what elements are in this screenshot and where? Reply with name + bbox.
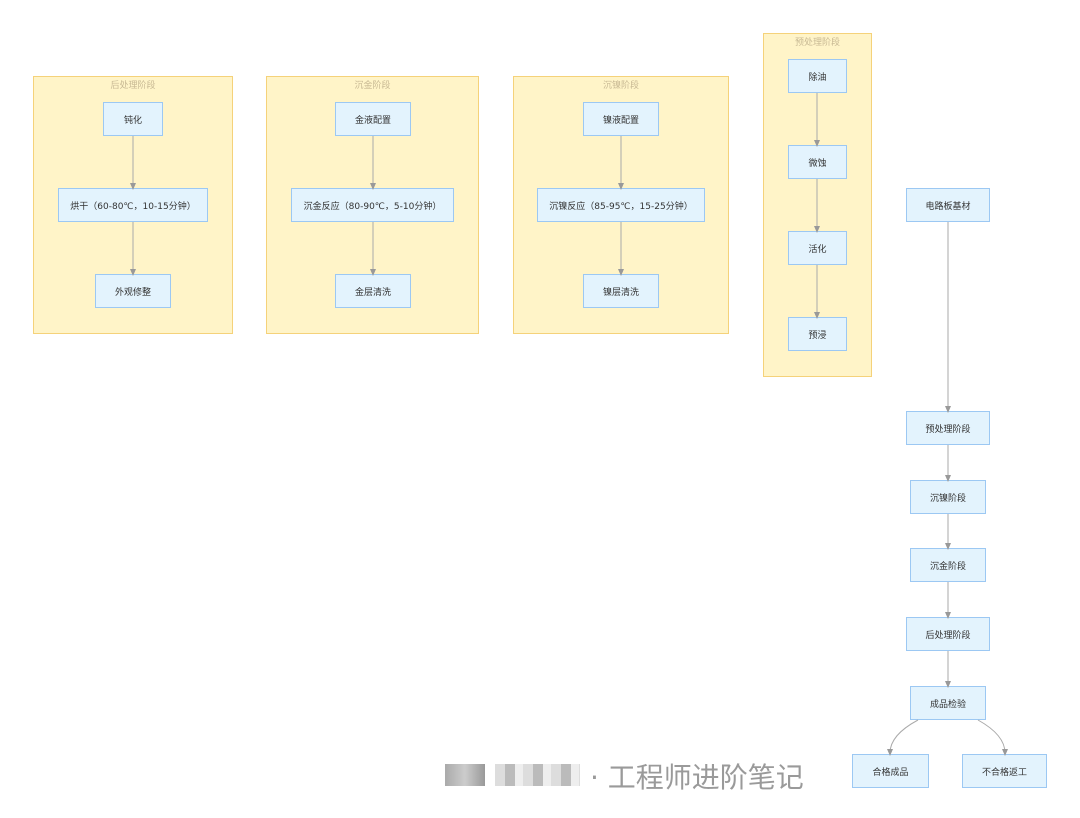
node-appearance-finish: 外观修整 (95, 274, 171, 308)
node-gold-solution: 金液配置 (335, 102, 411, 136)
cluster-title: 沉金阶段 (354, 81, 391, 91)
blurred-name (495, 764, 580, 786)
node-gold-stage: 沉金阶段 (910, 548, 986, 582)
edge-arrow (887, 719, 919, 756)
edge-arrow (977, 719, 1008, 756)
node-gold-rinse: 金层清洗 (335, 274, 411, 308)
node-inspection: 成品检验 (910, 686, 986, 720)
node-passivation: 钝化 (103, 102, 163, 136)
node-activation: 活化 (788, 231, 847, 265)
cluster-title: 预处理阶段 (794, 38, 840, 48)
node-gold-reaction: 沉金反应（80-90℃，5-10分钟） (291, 188, 454, 222)
node-nickel-rinse: 镍层清洗 (583, 274, 659, 308)
node-pcb-substrate: 电路板基材 (906, 188, 990, 222)
node-degrease: 除油 (788, 59, 847, 93)
node-post-stage: 后处理阶段 (906, 617, 990, 651)
node-nickel-reaction: 沉镍反应（85-95℃，15-25分钟） (537, 188, 705, 222)
node-pretreatment-stage: 预处理阶段 (906, 411, 990, 445)
cluster-title: 沉镍阶段 (602, 81, 639, 91)
node-microetch: 微蚀 (788, 145, 847, 179)
node-nickel-solution: 镍液配置 (583, 102, 659, 136)
cluster-title: 后处理阶段 (110, 81, 156, 91)
blurred-logo (445, 764, 485, 786)
node-pass: 合格成品 (852, 754, 929, 788)
watermark: · 工程师进阶笔记 (590, 761, 804, 794)
